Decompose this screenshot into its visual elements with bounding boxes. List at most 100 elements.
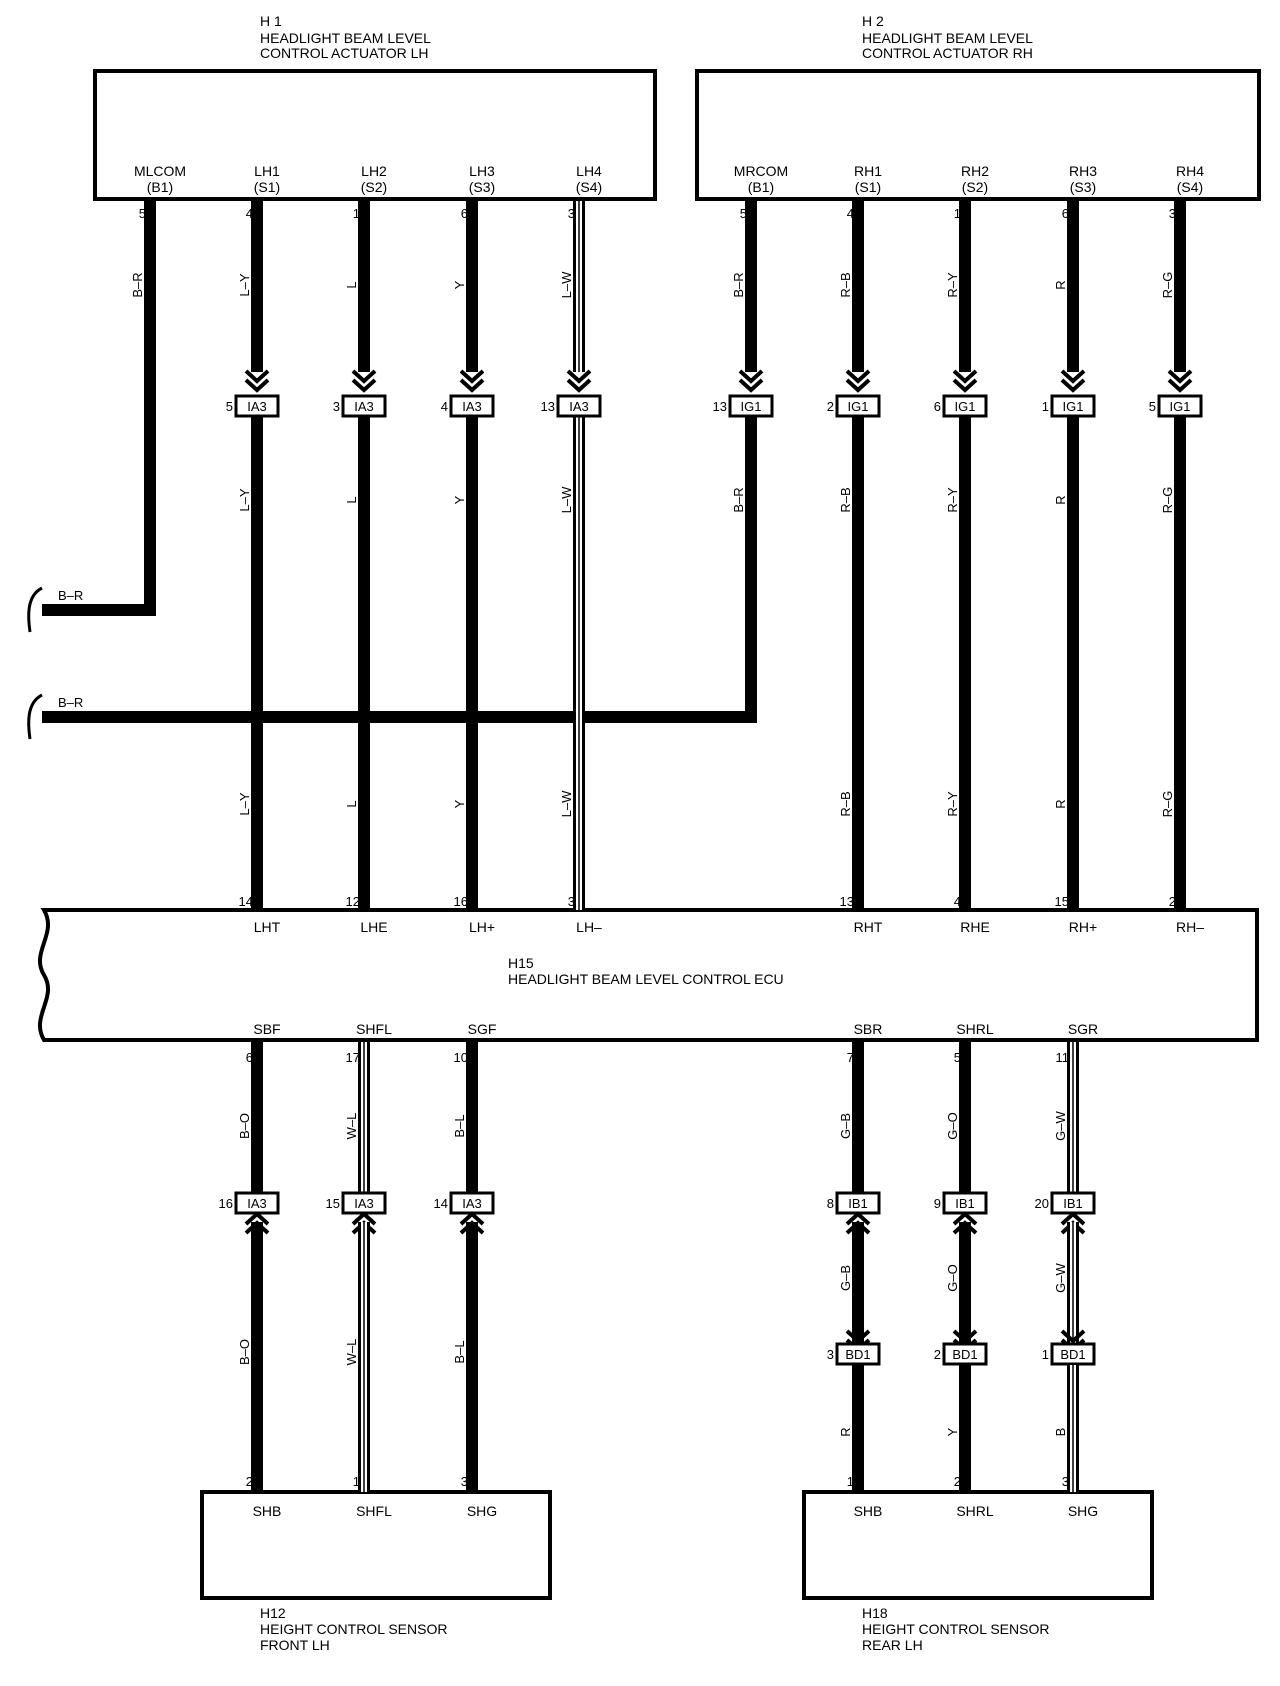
wire-label-lower-upper-1: W–L	[344, 1113, 359, 1140]
wire-label-mid-4: L–W	[559, 486, 574, 513]
ground-wire-mrcom	[42, 416, 757, 723]
wire-label-mid-6: R–B	[838, 487, 853, 512]
wire-label-top-2: L	[344, 281, 359, 288]
connector-upper-6-label: IG1	[848, 399, 869, 414]
connector-arrow-mrcom	[738, 369, 764, 393]
connector-ig1-mrcom-pin: 13	[713, 399, 727, 414]
connector-upper-4-pin: 13	[541, 399, 555, 414]
connector-upper-7-box	[942, 394, 988, 418]
connector-lower-2-label: IA3	[462, 1196, 482, 1211]
ecu-lower-pin-number-0: 6	[246, 1050, 253, 1065]
wire-label-low-6: R–B	[838, 791, 853, 816]
ecu-lower-pin-number-2: 10	[454, 1050, 468, 1065]
ecu-lower-pin-name-1: SHFL	[356, 1021, 392, 1037]
connector-upper-3-label: IA3	[462, 399, 482, 414]
actuator-pin-name: LH2	[361, 163, 387, 179]
svg-text:HEADLIGHT BEAM LEVEL: HEADLIGHT BEAM LEVEL	[260, 30, 431, 46]
ecu-pin-number-1: 14	[239, 894, 253, 909]
wire-label-low-9: R–G	[1160, 791, 1175, 818]
connector-upper-2-box	[341, 394, 387, 418]
actuator-pin-sub: (S2)	[361, 179, 387, 195]
actuator-pin-sub: (S3)	[469, 179, 495, 195]
wire-label-low-2: L	[344, 800, 359, 807]
connector-lower2-4-pin: 2	[934, 1347, 941, 1362]
connector-upper-6-box	[835, 394, 881, 418]
ecu-pin-number-6: 13	[840, 894, 854, 909]
wire-layer: MLCOM(B1)5LH1(S1)4LH2(S2)1LH3(S3)6LH4(S4…	[42, 163, 1204, 1519]
sensor-pin-number-5: 3	[1062, 1474, 1069, 1489]
connector-upper-6-pin: 2	[827, 399, 834, 414]
ground-label-2: B–R	[58, 695, 83, 710]
actuator-pin-sub: (S3)	[1070, 179, 1096, 195]
sensor-pin-name-5: SHG	[1068, 1503, 1098, 1519]
connector-upper-1-pin: 5	[226, 399, 233, 414]
wire-label-mid-2: L	[344, 496, 359, 503]
h15-title: H15 HEADLIGHT BEAM LEVEL CONTROL ECU	[508, 955, 784, 987]
connector-lower2-5-box	[1050, 1342, 1096, 1366]
connector-lower-3-pin: 8	[827, 1196, 834, 1211]
connector-upper-8-label: IG1	[1063, 399, 1084, 414]
wire-label-lower-bottom-4: Y	[945, 1427, 960, 1436]
sensor-pin-name-2: SHG	[467, 1503, 497, 1519]
wire-label-lower-upper-2: B–L	[452, 1114, 467, 1137]
connector-arrow-4	[566, 369, 592, 393]
connector-upper-9-label: IG1	[1170, 399, 1191, 414]
actuator-pin-name: RH1	[854, 163, 882, 179]
actuator-pin-number: 4	[246, 206, 253, 221]
connector-lower2-3-pin: 3	[827, 1347, 834, 1362]
ecu-pin-name-7: RHE	[960, 919, 990, 935]
svg-text:CONTROL ACTUATOR LH: CONTROL ACTUATOR LH	[260, 45, 429, 61]
ecu-pin-name-2: LHE	[360, 919, 387, 935]
wire-label-low-8: R	[1053, 799, 1068, 808]
actuator-pin-number: 5	[740, 206, 747, 221]
wire-label-mlcom: B–R	[130, 272, 145, 297]
sensor-pin-name-4: SHRL	[956, 1503, 994, 1519]
wire-label-top-8: R	[1053, 280, 1068, 289]
sensor-pin-number-4: 2	[954, 1474, 961, 1489]
connector-ig1-mrcom-box	[728, 394, 774, 418]
actuator-pin-name: LH4	[576, 163, 602, 179]
connector-lower-0-label: IA3	[247, 1196, 267, 1211]
wire-label-lower-mid-4: G–O	[945, 1264, 960, 1291]
connector-upper-4-box	[556, 394, 602, 418]
ecu-pin-number-9: 2	[1169, 894, 1176, 909]
continuation-curl-1	[27, 586, 43, 633]
svg-text:HEADLIGHT BEAM LEVEL CONTROL E: HEADLIGHT BEAM LEVEL CONTROL ECU	[508, 971, 784, 987]
connector-upper-8-box	[1050, 394, 1096, 418]
wire-label-lower-mid-3: G–B	[838, 1265, 853, 1291]
actuator-pin-name: RH2	[961, 163, 989, 179]
actuator-pin-name: MLCOM	[134, 163, 186, 179]
ecu-lower-pin-name-3: SBR	[854, 1021, 883, 1037]
h1-actuator-lh-box	[93, 69, 657, 201]
wire-label-low-3: Y	[452, 799, 467, 808]
wire-label-top-9: R–G	[1160, 272, 1175, 299]
actuator-pin-number: 6	[461, 206, 468, 221]
wire-label-low-4: L–W	[559, 790, 574, 817]
ecu-pin-number-7: 4	[954, 894, 961, 909]
ecu-lower-pin-number-3: 7	[847, 1050, 854, 1065]
wire-label-lower-upper-0: B–O	[237, 1113, 252, 1139]
actuator-pin-name: MRCOM	[734, 163, 788, 179]
connector-lower-4-label: IB1	[955, 1196, 975, 1211]
connector-lower-5-pin: 20	[1035, 1196, 1049, 1211]
h18-title: H18 HEIGHT CONTROL SENSOR REAR LH	[862, 1605, 1049, 1653]
connector-arrow-3	[459, 369, 485, 393]
svg-text:H 1: H 1	[260, 13, 282, 29]
wire-label-low-1: L–Y	[237, 792, 252, 815]
connector-lower2-4-box	[942, 1342, 988, 1366]
ecu-lower-pin-name-0: SBF	[253, 1021, 280, 1037]
ground-label-1: B–R	[58, 588, 83, 603]
svg-text:HEIGHT CONTROL SENSOR: HEIGHT CONTROL SENSOR	[862, 1621, 1049, 1637]
ground-wire-mlcom	[42, 201, 156, 616]
connector-upper-7-pin: 6	[934, 399, 941, 414]
sensor-pin-number-2: 3	[461, 1474, 468, 1489]
wire-label-mid-7: R–Y	[945, 487, 960, 513]
connector-arrow-6	[845, 369, 871, 393]
actuator-pin-sub: (S4)	[1177, 179, 1203, 195]
actuator-pin-name: RH3	[1069, 163, 1097, 179]
connector-upper-3-box	[449, 394, 495, 418]
h2-actuator-rh-box	[695, 69, 1261, 201]
ecu-pin-name-8: RH+	[1069, 919, 1097, 935]
ecu-lower-pin-name-4: SHRL	[956, 1021, 994, 1037]
connector-arrow-9	[1167, 369, 1193, 393]
